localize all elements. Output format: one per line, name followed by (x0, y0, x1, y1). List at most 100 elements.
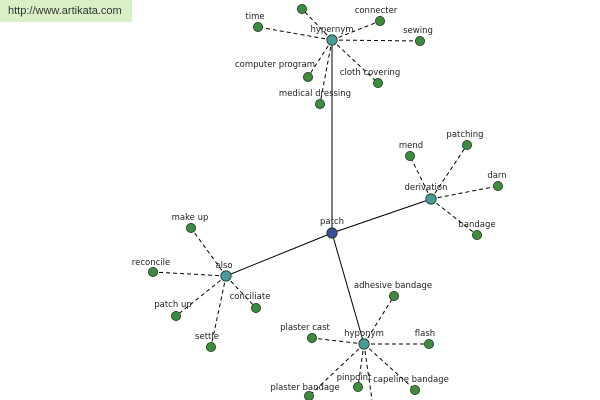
node-mend[interactable]: mend (399, 141, 423, 161)
edge-hyponym-pinpoint (357, 343, 365, 388)
node-label-hyponym[interactable]: hyponym (344, 329, 384, 339)
node-dot-patch-up[interactable] (170, 310, 181, 321)
edge-hyponym-capeline-bandage (363, 343, 416, 391)
node-medical-dressing[interactable]: medical dressing (279, 89, 351, 110)
node-label-connecter[interactable]: connecter (355, 6, 398, 16)
node-label-cloth-covering[interactable]: cloth covering (340, 68, 400, 78)
node-dot-capeline-bandage[interactable] (409, 384, 420, 395)
node-label-make-up[interactable]: make up (172, 213, 209, 223)
node-label-patch[interactable]: patch (320, 217, 344, 227)
node-dot-time[interactable] (252, 21, 263, 32)
node-dot-connecter[interactable] (374, 15, 385, 26)
node-dot-bandage[interactable] (471, 229, 482, 240)
node-dot-hyponym[interactable] (358, 338, 370, 350)
edge-hypernym-computer-program (307, 39, 333, 78)
node-patch-up[interactable]: patch up (154, 300, 192, 321)
node-label-capeline-bandage[interactable]: capeline bandage (373, 375, 449, 385)
node-label-conciliate[interactable]: conciliate (230, 292, 271, 302)
edge-hyponym-adhesive-bandage (363, 295, 395, 345)
node-dot-settle[interactable] (205, 341, 216, 352)
node-label-adhesive-bandage[interactable]: adhesive bandage (354, 281, 432, 291)
edge-also-make-up (190, 227, 227, 277)
edge-hypernym-medical-dressing (319, 39, 333, 105)
node-capeline-bandage[interactable]: capeline bandage (373, 375, 449, 395)
node-pinpoint[interactable]: pinpoint (337, 373, 372, 392)
node-dot-pinpoint[interactable] (352, 381, 363, 392)
edge-hyponym-offscreen-0 (363, 343, 373, 400)
node-label-darn[interactable]: darn (487, 171, 506, 181)
edge-derivation-bandage (430, 198, 478, 236)
node-label-flash[interactable]: flash (415, 329, 435, 339)
node-plaster-bandage[interactable]: plaster bandage (270, 383, 340, 400)
edge-also-reconcile (152, 271, 227, 277)
node-also[interactable]: also (215, 261, 233, 282)
node-dot-patch[interactable] (326, 227, 338, 239)
node-sewing[interactable]: sewing (403, 26, 433, 47)
node-label-medical-dressing[interactable]: medical dressing (279, 89, 351, 99)
node-dot-make-up[interactable] (185, 222, 196, 233)
node-dot-plaster-cast[interactable] (306, 332, 317, 343)
node-bandage[interactable]: bandage (458, 220, 496, 240)
node-label-patch-up[interactable]: patch up (154, 300, 191, 310)
node-dot-hypernym[interactable] (326, 34, 338, 46)
edge-derivation-mend (409, 155, 432, 200)
node-label-settle[interactable]: settle (195, 332, 219, 342)
node-dot-adhesive-bandage[interactable] (388, 290, 399, 301)
node-label-reconcile[interactable]: reconcile (132, 258, 170, 268)
node-patch[interactable]: patch (320, 217, 344, 239)
node-dot-darn[interactable] (492, 180, 503, 191)
node-plaster-cast[interactable]: plaster cast (280, 323, 331, 343)
node-time[interactable]: time (245, 12, 265, 32)
node-adhesive-bandage[interactable]: adhesive bandage (354, 281, 432, 301)
node-label-bandage[interactable]: bandage (458, 220, 495, 230)
node-dot-mend[interactable] (404, 150, 415, 161)
node-dot-plaster-bandage[interactable] (304, 391, 314, 400)
node-settle[interactable]: settle (195, 332, 219, 352)
edge-hypernym-cloth-covering (331, 39, 379, 84)
node-dot-patching[interactable] (461, 139, 472, 150)
node-darn[interactable]: darn (487, 171, 507, 191)
node-label-also[interactable]: also (215, 261, 232, 271)
node-reconcile[interactable]: reconcile (132, 258, 170, 277)
node-derivation[interactable]: derivation (404, 183, 448, 205)
node-label-sewing[interactable]: sewing (403, 26, 433, 36)
edge-also-patch-up (175, 275, 227, 317)
graph-edges (152, 8, 499, 400)
edge-derivation-patching (430, 144, 468, 200)
node-dot-medical-dressing[interactable] (314, 99, 325, 110)
node-dot-flash[interactable] (423, 338, 434, 349)
graph-nodes: patch hypernym derivation also hyponym time co… (132, 4, 507, 400)
node-computer-program[interactable]: computer program (235, 60, 315, 83)
node-label-computer-program[interactable]: computer program (235, 60, 315, 70)
node-label-plaster-cast[interactable]: plaster cast (280, 323, 330, 333)
node-dot-sewing[interactable] (414, 36, 425, 47)
node-hyponym[interactable]: hyponym (344, 329, 384, 350)
node-label-patching[interactable]: patching (446, 130, 483, 140)
edge-hypernym-sewing (331, 39, 421, 42)
node-label-mend[interactable]: mend (399, 141, 423, 151)
node-hyper-top[interactable] (296, 4, 307, 14)
node-dot-computer-program[interactable] (302, 72, 313, 83)
node-make-up[interactable]: make up (172, 213, 209, 233)
node-dot-reconcile[interactable] (147, 266, 158, 277)
node-dot-also[interactable] (220, 270, 232, 282)
node-dot-derivation[interactable] (425, 193, 437, 205)
node-hypernym[interactable]: hypernym (310, 25, 354, 46)
edge-hyponym-plaster-cast (311, 337, 365, 345)
node-flash[interactable]: flash (415, 329, 435, 349)
node-conciliate[interactable]: conciliate (230, 292, 271, 313)
node-label-plaster-bandage[interactable]: plaster bandage (270, 383, 339, 393)
node-cloth-covering[interactable]: cloth covering (340, 68, 400, 89)
edge-derivation-darn (430, 185, 499, 200)
node-label-pinpoint[interactable]: pinpoint (337, 373, 372, 383)
node-connecter[interactable]: connecter (355, 6, 398, 26)
node-dot-hyper-top[interactable] (296, 4, 307, 14)
node-dot-conciliate[interactable] (250, 302, 261, 313)
node-label-time[interactable]: time (245, 12, 264, 22)
node-label-derivation[interactable]: derivation (404, 183, 447, 193)
node-label-hypernym[interactable]: hypernym (310, 25, 353, 35)
source-link[interactable]: http://www.artikata.com (0, 0, 132, 22)
node-dot-cloth-covering[interactable] (372, 78, 383, 89)
node-patching[interactable]: patching (446, 130, 484, 150)
